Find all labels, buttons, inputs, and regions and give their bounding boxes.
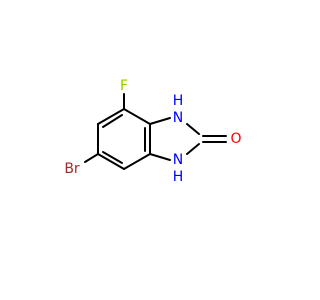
bond-c3a-c4 [123,153,151,170]
bond-n1-c2 [186,123,200,135]
bonds [84,93,227,170]
bond-c7-c7a [123,108,151,125]
atom-nitrogen-bottom: N [173,152,183,168]
bond-n3-c2 [186,143,200,155]
bond-c6-c7 [97,108,125,125]
bond-c4-c5 [97,153,125,170]
atom-labels: F Br O N H N H [64,78,241,185]
molecule-structure: F Br O N H N H [64,78,241,185]
bond-c7a-n1 [149,117,171,125]
bond-c6-c7-inner [102,114,123,128]
bond-c5-br [84,153,99,163]
bond-c4-c5-inner [102,151,123,164]
atom-hydrogen-bottom: H [173,169,184,185]
atom-bromine: Br [64,161,80,177]
atom-nitrogen-top: N [173,110,183,126]
atom-fluorine: F [120,78,128,94]
bond-c3a-n3 [149,153,171,161]
atom-oxygen: O [230,131,241,147]
atom-hydrogen-top: H [173,93,184,109]
